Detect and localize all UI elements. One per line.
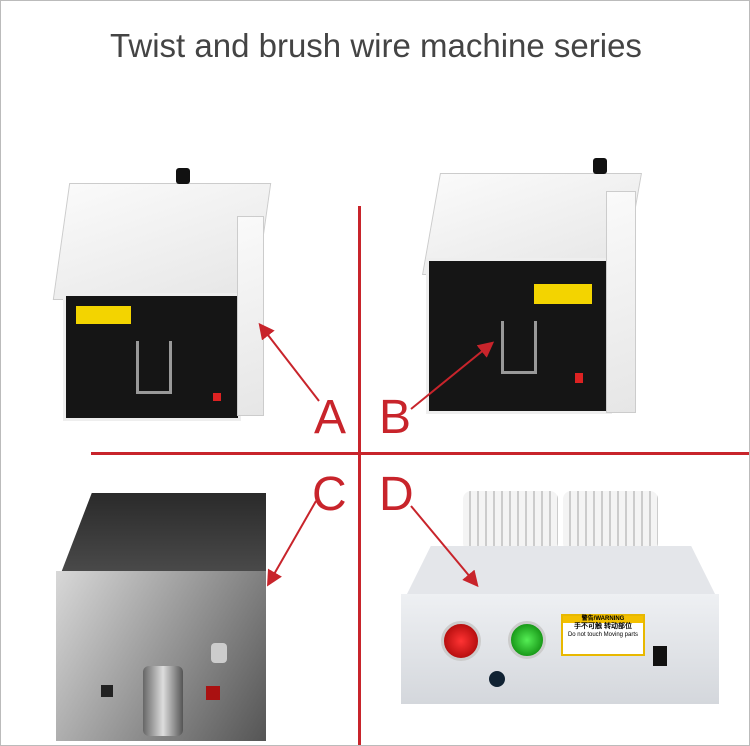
machine-c-knob: [211, 643, 227, 663]
machine-d-brush-left: [463, 491, 558, 551]
machine-a-clamp: [136, 341, 172, 394]
machine-a-switch: [213, 393, 221, 401]
machine-b-knob: [593, 158, 607, 174]
letter-b: B: [379, 391, 412, 444]
page-title: Twist and brush wire machine series: [110, 27, 642, 64]
letter-c: C: [312, 468, 347, 521]
warning-label-header: 警告/WARNING: [563, 616, 643, 624]
arrow-a: [258, 322, 320, 402]
machine-b-switch: [575, 373, 583, 383]
machine-c-switch-left: [101, 685, 113, 697]
machine-c-nozzle: [143, 666, 183, 736]
machine-a-knob: [176, 168, 190, 184]
machine-a-label: [76, 306, 131, 324]
horizontal-divider: [91, 452, 749, 455]
warning-label-cn: 手不可触 转动部位: [574, 623, 632, 631]
machine-d-brush-right: [563, 491, 658, 551]
machine-b-label: [534, 284, 592, 304]
machine-c-switch-right: [206, 686, 220, 700]
machine-b-clamp: [501, 321, 537, 374]
machine-a-side: [237, 216, 264, 416]
machine-d-knob: [489, 671, 505, 687]
vertical-divider: [358, 206, 361, 745]
arrow-c: [267, 500, 317, 587]
machine-b-side: [606, 191, 636, 413]
warning-label-en: Do not touch Moving parts: [567, 631, 639, 638]
arrow-d: [410, 505, 479, 588]
machine-c-top: [61, 493, 266, 573]
letter-d: D: [379, 468, 414, 521]
machine-d-red-button: [441, 621, 481, 661]
machine-d-switch: [653, 646, 667, 666]
machine-d-top: [406, 546, 716, 596]
warning-label: 警告/WARNING 手不可触 转动部位 Do not touch Moving…: [561, 614, 645, 656]
letter-a: A: [314, 391, 347, 444]
machine-d-green-button: [508, 621, 546, 659]
arrow-b: [410, 341, 495, 410]
